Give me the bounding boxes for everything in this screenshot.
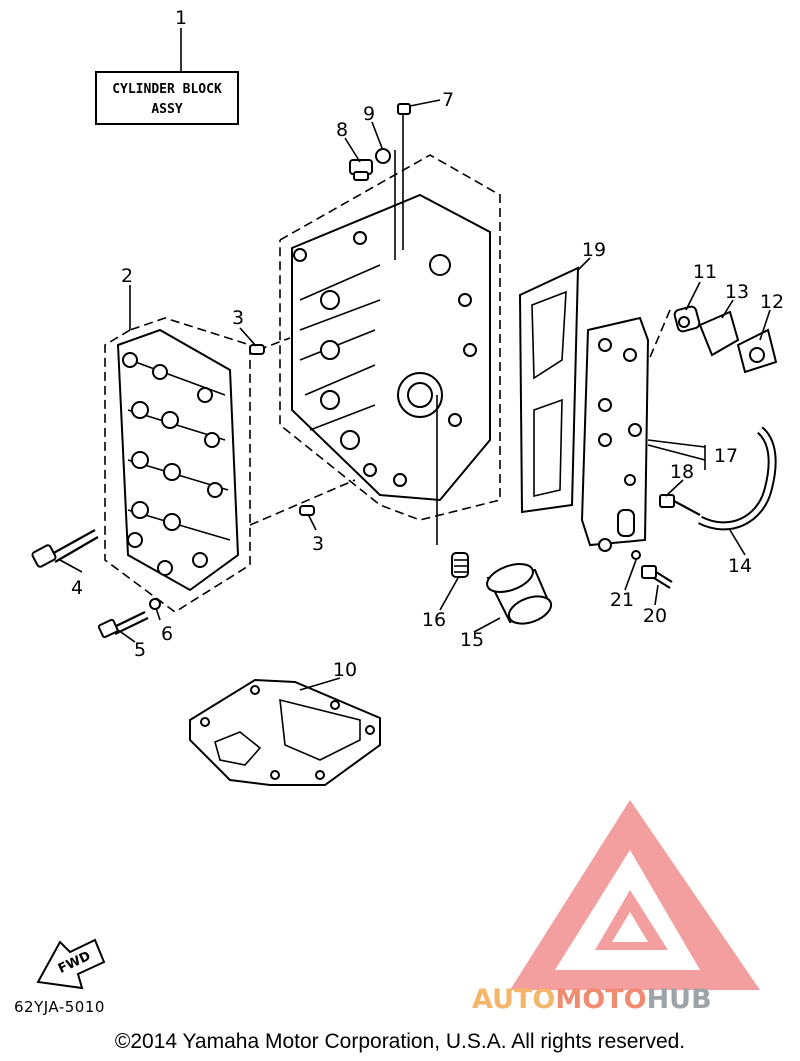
callout-14: 14 bbox=[728, 555, 752, 577]
dowel-pin-upper bbox=[249, 344, 265, 355]
callout-4: 4 bbox=[71, 577, 83, 599]
callout-10: 10 bbox=[333, 659, 357, 681]
cover-washer bbox=[631, 550, 641, 560]
callout-8: 8 bbox=[336, 119, 348, 141]
long-bolt bbox=[31, 529, 99, 568]
washer bbox=[149, 598, 161, 610]
callout-16: 16 bbox=[422, 609, 446, 631]
dowel-pin-lower bbox=[299, 505, 315, 516]
bolt-7 bbox=[397, 103, 411, 250]
title-box: CYLINDER BLOCK ASSY bbox=[95, 28, 239, 125]
diagram-code: 62YJA-5010 bbox=[14, 998, 105, 1016]
callout-1: 1 bbox=[175, 7, 187, 29]
gasket-9 bbox=[375, 148, 391, 164]
watermark-part-hub: HUB bbox=[647, 984, 712, 1015]
plug-8 bbox=[349, 159, 373, 181]
thermostat-gasket bbox=[698, 310, 740, 357]
callout-7: 7 bbox=[442, 89, 454, 111]
callout-2: 2 bbox=[121, 265, 133, 287]
fwd-arrow-icon: FWD bbox=[36, 938, 106, 990]
exhaust-cover bbox=[580, 316, 706, 552]
copyright-notice: ©2014 Yamaha Motor Corporation, U.S.A. A… bbox=[115, 1030, 685, 1053]
cover-bolt bbox=[641, 565, 673, 589]
callout-11: 11 bbox=[693, 261, 717, 283]
callout-18: 18 bbox=[670, 461, 694, 483]
leader-lines bbox=[59, 99, 771, 691]
callout-9: 9 bbox=[363, 103, 375, 125]
callout-20: 20 bbox=[643, 605, 667, 627]
callout-12: 12 bbox=[760, 291, 784, 313]
callout-13: 13 bbox=[725, 281, 749, 303]
callout-3-upper: 3 bbox=[232, 307, 244, 329]
watermark-text: AUTOMOTOHUB bbox=[472, 984, 712, 1015]
cylinder-block bbox=[291, 193, 491, 545]
exhaust-gasket bbox=[189, 678, 381, 786]
thermostat-cover bbox=[736, 328, 778, 374]
title-box-line1: CYLINDER BLOCK bbox=[112, 82, 222, 97]
callout-21: 21 bbox=[610, 589, 634, 611]
hose-joint bbox=[659, 494, 701, 516]
hose bbox=[698, 428, 775, 529]
filter-nipple bbox=[451, 552, 469, 578]
oil-filter bbox=[486, 563, 553, 625]
cylinder-head bbox=[116, 328, 240, 592]
callout-19: 19 bbox=[582, 239, 606, 261]
watermark-logo-icon bbox=[510, 800, 760, 990]
cover-gasket bbox=[518, 266, 580, 514]
callout-17: 17 bbox=[714, 445, 738, 467]
watermark-part-moto: MOTO bbox=[555, 984, 646, 1015]
callout-6: 6 bbox=[161, 623, 173, 645]
thermostat bbox=[647, 305, 701, 363]
title-box-line2: ASSY bbox=[151, 102, 182, 117]
callout-15: 15 bbox=[460, 629, 484, 651]
callout-3-lower: 3 bbox=[312, 533, 324, 555]
callout-5: 5 bbox=[134, 639, 146, 661]
callout-numbers: 1 2 3 3 4 5 6 7 8 9 10 11 12 13 14 15 16… bbox=[71, 7, 784, 681]
short-bolt bbox=[97, 611, 149, 639]
watermark-part-auto: AUTO bbox=[472, 984, 555, 1015]
watermark-logo-text: AUTOMOTOHUB bbox=[472, 984, 712, 1015]
